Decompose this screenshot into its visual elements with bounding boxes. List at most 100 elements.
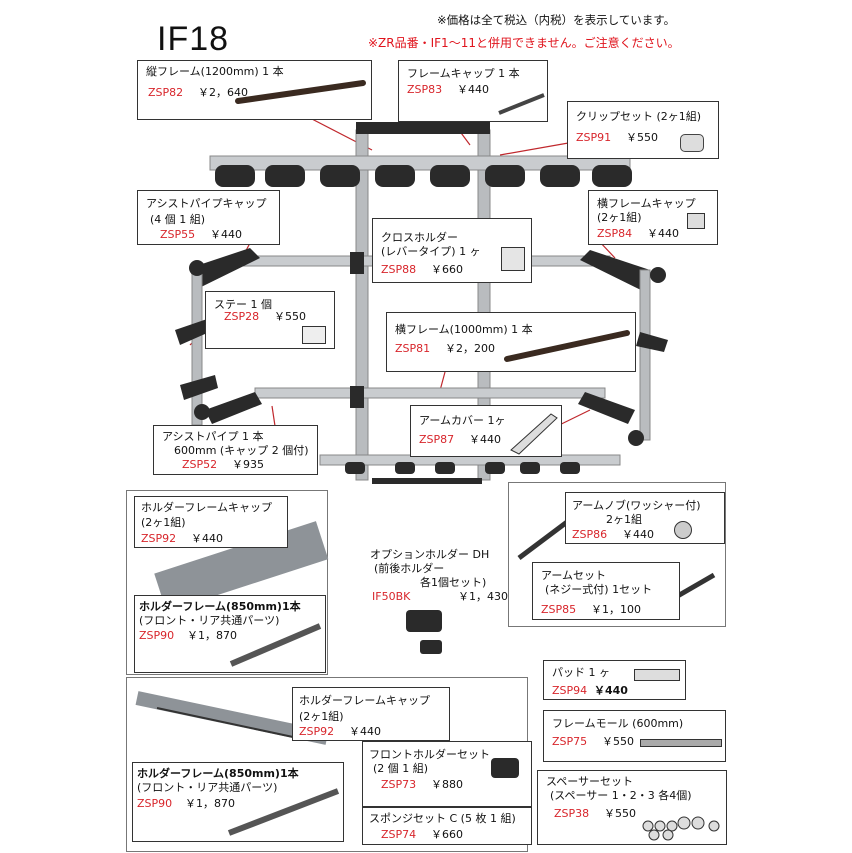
part-name: アームカバー 1ヶ [419,414,506,427]
part-name: アームセット [541,569,607,582]
holder-dh-icon [406,610,442,632]
page-title: IF18 [157,20,230,58]
part-name: パッド 1 ヶ [552,666,610,679]
part-price: ￥1，430 [458,590,508,603]
part-name-2: (スペーサー 1・2・3 各4個) [550,789,692,802]
warning-note: ※ZR品番・IF1～11と併用できません。ご注意ください。 [368,36,680,50]
part-code: ZSP55 [160,228,196,241]
part-card-zsp81[interactable]: 横フレーム(1000mm) 1 本 ZSP81 ￥2，200 [386,312,636,372]
part-price: ￥440 [622,528,654,541]
part-code: ZSP28 [224,310,260,323]
part-card-zsp83[interactable]: フレームキャップ 1 本 ZSP83 ￥440 [398,60,548,122]
part-name-2: 2ヶ1組 [606,513,642,526]
part-code: ZSP90 [139,629,175,642]
part-card-zsp94[interactable]: パッド 1 ヶ ZSP94 ￥440 [543,660,686,700]
part-card-if50bk[interactable]: オプションホルダー DH (前後ホルダー 各1個セット) IF50BK ￥1，4… [370,548,508,658]
part-card-zsp38[interactable]: スペーサーセット (スペーサー 1・2・3 各4個) ZSP38 ￥550 [537,770,727,845]
part-code: ZSP94 [552,684,588,697]
part-price: ￥550 [274,310,306,323]
part-name: アシストパイプ 1 本 [162,430,264,443]
part-code: ZSP87 [419,433,455,446]
part-price: ￥2，640 [198,86,248,99]
part-price: ￥550 [604,807,636,820]
part-card-zsp92-b[interactable]: ホルダーフレームキャップ (2ヶ1組) ZSP92 ￥440 [292,687,450,741]
part-price: ￥660 [431,828,463,841]
part-name: ホルダーフレームキャップ [299,694,431,707]
part-card-zsp82[interactable]: 縦フレーム(1200mm) 1 本 ZSP82 ￥2，640 [137,60,372,120]
part-name-2: (前後ホルダー [374,562,445,575]
part-name: 横フレーム(1000mm) 1 本 [395,323,533,336]
tax-note: ※価格は全て税込（内税）を表示しています。 [437,13,676,27]
part-name: アシストパイプキャップ [146,197,267,210]
part-code: ZSP92 [141,532,177,545]
part-price: ￥2，200 [445,342,495,355]
part-name-2: (フロント・リア共通パーツ) [139,614,280,627]
part-name: ホルダーフレームキャップ [141,501,273,514]
part-code: ZSP52 [182,458,218,471]
part-name-2: (2ヶ1組) [597,211,642,224]
part-name: ステー 1 個 [214,298,272,311]
part-card-zsp90-a[interactable]: ホルダーフレーム(850mm)1本 (フロント・リア共通パーツ) ZSP90 ￥… [134,595,326,673]
part-name: スペーサーセット [546,775,634,788]
mall-icon [640,739,722,747]
part-price: ￥440 [647,227,679,240]
part-card-zsp74[interactable]: スポンジセット C (5 枚 1 組) ZSP74 ￥660 [362,807,532,845]
part-code: ZSP86 [572,528,608,541]
part-name-2: (2ヶ1組) [299,710,344,723]
part-card-zsp28[interactable]: ステー 1 個 ZSP28 ￥550 [205,291,335,349]
part-name-2: (ネジー式付) 1セット [545,583,653,596]
spacer-icons [642,816,720,841]
part-price: ￥935 [232,458,264,471]
part-code: ZSP75 [552,735,588,748]
part-price: ￥1，100 [591,603,641,616]
part-code: ZSP81 [395,342,431,355]
part-name: フロントホルダーセット [369,748,490,761]
part-code: IF50BK [372,590,411,603]
part-name: クリップセット (2ヶ1組) [576,110,702,123]
part-card-zsp55[interactable]: アシストパイプキャップ (4 個 1 組) ZSP55 ￥440 [137,190,280,245]
part-name-2: 600mm (キャップ 2 個付) [174,444,309,457]
part-price: ￥440 [594,684,628,697]
part-card-zsp87[interactable]: アームカバー 1ヶ ZSP87 ￥440 [410,405,562,457]
holder-icon [501,247,525,271]
part-code: ZSP85 [541,603,577,616]
part-card-zsp84[interactable]: 横フレームキャップ (2ヶ1組) ZSP84 ￥440 [588,190,718,245]
part-name-2: (2ヶ1組) [141,516,186,529]
part-name-2: (4 個 1 組) [150,213,206,226]
part-price: ￥550 [602,735,634,748]
part-code: ZSP92 [299,725,335,738]
part-price: ￥1，870 [187,629,237,642]
part-name: ホルダーフレーム(850mm)1本 [137,767,299,780]
part-name: フレームキャップ 1 本 [407,67,520,80]
stay-icon [302,326,326,344]
part-name-2: (フロント・リア共通パーツ) [137,781,278,794]
pad-icon [634,669,680,681]
part-card-zsp85[interactable]: アームセット (ネジー式付) 1セット ZSP85 ￥1，100 [532,562,680,620]
holder-dh-icon-2 [420,640,442,654]
part-card-zsp75[interactable]: フレームモール (600mm) ZSP75 ￥550 [543,710,726,762]
part-name-3: 各1個セット) [420,576,487,589]
part-card-zsp73[interactable]: フロントホルダーセット (2 個 1 組) ZSP73 ￥880 [362,741,532,807]
part-code: ZSP38 [554,807,590,820]
knob-icon [674,521,692,539]
part-price: ￥440 [469,433,501,446]
part-card-zsp52[interactable]: アシストパイプ 1 本 600mm (キャップ 2 個付) ZSP52 ￥935 [153,425,318,475]
part-code: ZSP88 [381,263,417,276]
part-code: ZSP91 [576,131,612,144]
part-name: ホルダーフレーム(850mm)1本 [139,600,301,613]
part-code: ZSP83 [407,83,443,96]
part-price: ￥550 [626,131,658,144]
part-price: ￥880 [431,778,463,791]
part-name-2: (2 個 1 組) [373,762,429,775]
part-card-zsp88[interactable]: クロスホルダー (レバータイプ) 1 ヶ ZSP88 ￥660 [372,218,532,283]
part-card-zsp91[interactable]: クリップセット (2ヶ1組) ZSP91 ￥550 [567,101,719,159]
part-card-zsp90-b[interactable]: ホルダーフレーム(850mm)1本 (フロント・リア共通パーツ) ZSP90 ￥… [132,762,344,842]
part-price: ￥440 [349,725,381,738]
part-name: クロスホルダー [381,231,458,244]
part-name: オプションホルダー DH [370,548,490,561]
part-name: 縦フレーム(1200mm) 1 本 [146,65,284,78]
part-card-zsp86[interactable]: アームノブ(ワッシャー付) 2ヶ1組 ZSP86 ￥440 [565,492,725,544]
part-price: ￥660 [431,263,463,276]
part-card-zsp92-a[interactable]: ホルダーフレームキャップ (2ヶ1組) ZSP92 ￥440 [134,496,288,548]
